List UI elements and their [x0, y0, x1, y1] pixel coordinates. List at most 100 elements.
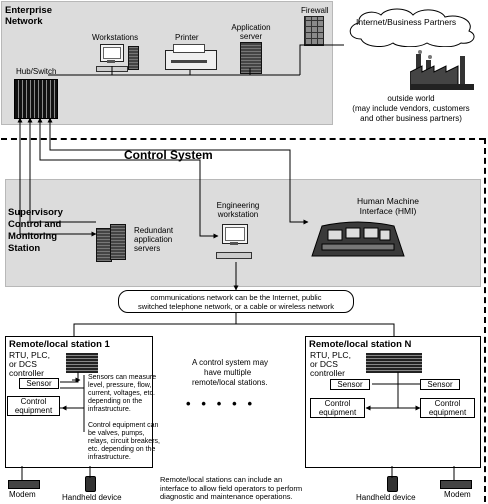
handheld-right-label: Handheld device — [356, 493, 416, 502]
stationN-controller-line2: or DCS — [310, 359, 338, 369]
hmi-console-icon — [311, 221, 405, 257]
enterprise-title-line1: Enterprise — [5, 5, 52, 16]
handheld-left-label: Handheld device — [62, 493, 122, 502]
modem-right-label: Modem — [444, 490, 471, 499]
redundant-servers-line1: Redundant — [134, 226, 174, 235]
supervisory-title-line2: Control and — [8, 219, 62, 230]
hmi-label: Human Machine Interface (HMI) — [348, 196, 428, 216]
communications-network-bubble: communications network can be the Intern… — [118, 290, 354, 313]
engineering-workstation-icon — [216, 224, 260, 260]
st1-bus — [60, 375, 85, 432]
firewall-label: Firewall — [301, 6, 329, 15]
station1-sensor-box: Sensor — [19, 378, 59, 389]
station1-control-equipment-line2: equipment — [14, 406, 53, 415]
control-note-line2: be valves, pumps, — [88, 430, 145, 437]
supervisory-title: Supervisory Control and Monitoring Stati… — [8, 207, 63, 255]
stationN-controller-line3: controller — [310, 368, 345, 378]
multiple-stations-line2: have multiple — [204, 368, 252, 377]
control-note-line4: etc. depending on the — [88, 446, 156, 453]
sensor-note-line5: infrastructure. — [88, 406, 131, 413]
station1-control-note: Control equipment can be valves, pumps, … — [88, 422, 160, 462]
outside-world-line1: outside world — [387, 94, 435, 103]
internet-label: Internet/Business Partners — [356, 17, 457, 27]
station1-controller-line1: RTU, PLC, — [9, 350, 50, 360]
station1-title: Remote/local station 1 — [9, 339, 110, 350]
stationN-control-left-box: Control equipment — [310, 398, 365, 418]
station1-controller-line2: or DCS — [9, 359, 37, 369]
supervisory-title-line1: Supervisory — [8, 207, 63, 218]
hub-switch-label: Hub/Switch — [16, 67, 57, 76]
enterprise-title: Enterprise Network — [5, 5, 52, 27]
network-to-stations — [73, 312, 395, 336]
stationN-control-left-line2: equipment — [318, 408, 357, 417]
stn-bus — [368, 372, 420, 409]
redundant-servers-line3: servers — [134, 244, 161, 253]
redundant-servers-label: Redundant application servers — [134, 226, 173, 253]
enterprise-title-line2: Network — [5, 16, 43, 27]
printer-icon — [165, 44, 217, 70]
outside-world-text: outside world (may include vendors, cust… — [336, 94, 486, 124]
outside-world-line3: and other business partners) — [360, 114, 462, 123]
stationN-control-left-line1: Control — [324, 399, 351, 408]
sensor-note-line2: level, pressure, flow, — [88, 382, 152, 389]
stationN-sensor-right-box: Sensor — [420, 379, 460, 390]
hmi-label-line1: Human Machine — [357, 196, 419, 206]
stationN-title: Remote/local station N — [309, 339, 412, 350]
modem-left-label: Modem — [9, 490, 36, 499]
multiple-stations-line3: remote/local stations. — [192, 378, 268, 387]
control-note-line5: infrastructure. — [88, 454, 131, 461]
multiple-stations-note: A control system may have multiple remot… — [192, 358, 268, 388]
engineering-workstation-label: Engineering workstation — [210, 201, 266, 219]
hub-switch-icon — [14, 79, 58, 119]
modem-left-icon — [8, 480, 40, 489]
app-server-label: Application server — [226, 23, 276, 41]
continuation-dots: • • • • • — [186, 396, 253, 411]
control-system-right-dashed-line — [484, 138, 486, 502]
app-server-label-line1: Application — [231, 23, 271, 32]
app-server-label-line2: server — [239, 32, 263, 41]
hub-arrow-4 — [47, 117, 309, 225]
internet-cloud-icon — [349, 8, 475, 47]
multiple-stations-line1: A control system may — [192, 358, 269, 367]
stationN-controller-icon — [366, 353, 422, 373]
station1-sensor-note: Sensors can measure level, pressure, flo… — [88, 374, 156, 414]
stationN-control-right-line1: Control — [434, 399, 461, 408]
sensor-note-line4: depending on the — [88, 398, 143, 405]
enterprise-bus-line — [48, 44, 344, 76]
stationN-control-right-box: Control equipment — [420, 398, 475, 418]
control-note-line1: Control equipment can — [88, 422, 159, 429]
sensor-note-line1: Sensors can measure — [88, 374, 157, 381]
station1-control-equipment-line1: Control — [20, 397, 47, 406]
printer-label: Printer — [175, 33, 199, 42]
communications-network-line2: switched telephone network, or a cable o… — [138, 302, 334, 311]
hmi-label-line2: Interface (HMI) — [359, 206, 417, 216]
stationN-controller-label: RTU, PLC, or DCS controller — [310, 351, 351, 378]
hub-arrow-3 — [37, 117, 219, 239]
field-interface-note: Remote/local stations can include an int… — [160, 475, 302, 502]
engineering-workstation-line2: workstation — [217, 210, 259, 219]
control-system-title: Control System — [124, 148, 213, 162]
field-interface-line3: diagnostic and maintenance operations. — [160, 492, 293, 501]
control-note-line3: relays, circuit breakers, — [88, 438, 160, 445]
supervisory-title-line4: Station — [8, 243, 41, 254]
field-interface-line1: Remote/local stations can include an — [160, 475, 283, 484]
application-server-icon — [240, 42, 262, 74]
supervisory-title-line3: Monitoring — [8, 231, 58, 242]
stationN-control-right-line2: equipment — [428, 408, 467, 417]
modem-right-icon — [440, 480, 472, 489]
factory-icon — [410, 50, 474, 90]
stationN-controller-line1: RTU, PLC, — [310, 350, 351, 360]
engineering-workstation-line1: Engineering — [216, 201, 260, 210]
stationN-sensor-left-box: Sensor — [330, 379, 370, 390]
communications-network-line1: communications network can be the Intern… — [150, 293, 322, 302]
station1-controller-icon — [66, 353, 98, 373]
station1-controller-line3: controller — [9, 368, 44, 378]
outside-world-line2: (may include vendors, customers — [352, 104, 470, 113]
station1-control-equipment-box: Control equipment — [7, 396, 60, 416]
station1-controller-label: RTU, PLC, or DCS controller — [9, 351, 50, 378]
workstations-label: Workstations — [92, 33, 139, 42]
redundant-servers-line2: application — [134, 235, 173, 244]
firewall-icon — [304, 16, 324, 46]
